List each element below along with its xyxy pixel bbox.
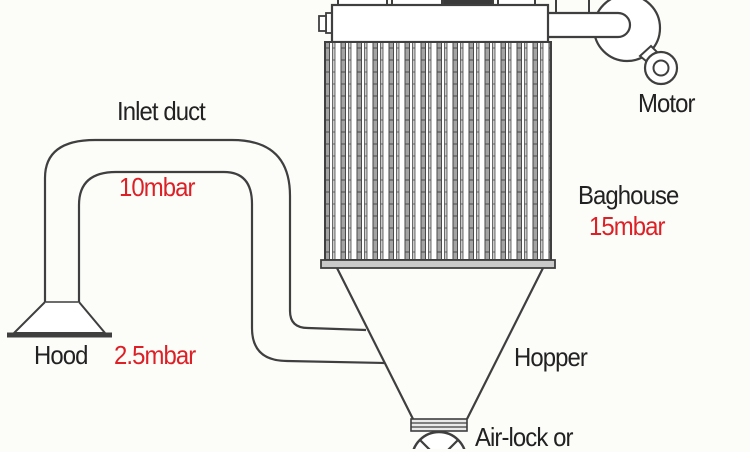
inlet-duct-pipe	[43, 138, 385, 365]
label-hood-pressure: 2.5mbar	[114, 340, 196, 370]
label-hopper: Hopper	[514, 342, 588, 372]
label-baghouse: Baghouse	[578, 180, 679, 210]
outlet-duct	[548, 11, 632, 39]
label-baghouse-pressure: 15mbar	[589, 211, 666, 241]
label-hood: Hood	[34, 340, 88, 370]
hood-shape	[7, 301, 112, 338]
hopper-shape	[336, 267, 544, 432]
airlock-valve	[412, 430, 466, 449]
label-airlock: Air-lock or	[475, 422, 573, 452]
exhaust-stack	[555, 0, 590, 13]
label-inlet-duct: Inlet duct	[117, 96, 206, 126]
motor-shape	[638, 44, 679, 86]
filter-bags	[320, 41, 556, 269]
baghouse-header	[318, 3, 550, 44]
label-motor: Motor	[638, 88, 695, 118]
label-inlet-duct-pressure: 10mbar	[119, 172, 196, 202]
